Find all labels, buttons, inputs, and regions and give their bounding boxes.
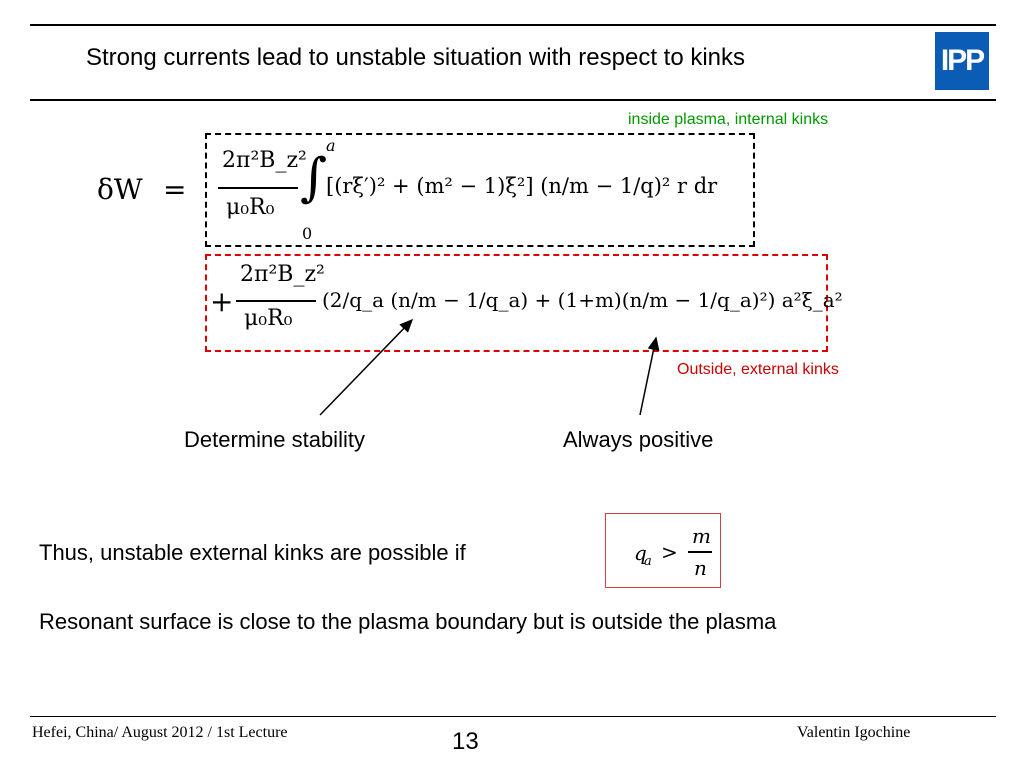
footer-author: Valentin Igochine	[797, 724, 911, 741]
plus-sign: +	[210, 285, 234, 318]
internal-term-box	[205, 133, 755, 247]
title-rule	[30, 99, 996, 101]
resonant-surface-text: Resonant surface is close to the plasma …	[39, 609, 777, 634]
page-number: 13	[452, 728, 479, 755]
line2-coef-numerator: 2π²B_z²	[240, 262, 325, 287]
determine-stability-label: Determine stability	[184, 427, 365, 452]
condition-q-sub: a	[644, 554, 652, 569]
delta-w: δW	[97, 173, 143, 206]
top-rule	[30, 24, 996, 26]
condition-q: q	[634, 541, 647, 565]
always-positive-label: Always positive	[563, 427, 714, 452]
stability-arrow	[319, 318, 414, 416]
line1-coef-numerator: 2π²B_z²	[222, 148, 307, 173]
condition-n: n	[694, 556, 707, 580]
condition-text: Thus, unstable external kinks are possib…	[39, 540, 466, 565]
footer-rule	[30, 716, 996, 717]
integral-sign: ∫	[300, 148, 328, 208]
condition-formula-box: q a > m n	[605, 513, 721, 588]
external-term-box	[205, 254, 828, 352]
equals-sign: =	[163, 173, 187, 206]
line2-body: (2/q_a (n/m − 1/q_a) + (1+m)(n/m − 1/q_a…	[322, 288, 843, 312]
condition-fraction-bar	[688, 551, 712, 553]
ipp-logo: IPP	[935, 32, 989, 90]
line1-body: [(rξ′)² + (m² − 1)ξ²] (n/m − 1/q)² r dr	[326, 174, 718, 198]
footer-location-date: Hefei, China/ August 2012 / 1st Lecture	[32, 724, 288, 741]
positive-arrow	[639, 336, 660, 416]
external-kinks-label: Outside, external kinks	[677, 361, 839, 378]
integral-upper-limit: a	[326, 136, 336, 155]
line1-coef-denominator: μ₀R₀	[226, 195, 275, 220]
condition-gt: >	[661, 540, 678, 564]
line1-fraction-bar	[218, 187, 298, 189]
line2-fraction-bar	[236, 300, 316, 302]
condition-m: m	[692, 524, 711, 548]
internal-kinks-label: inside plasma, internal kinks	[628, 111, 829, 128]
line2-coef-denominator: μ₀R₀	[244, 306, 293, 331]
integral-lower-limit: 0	[302, 224, 313, 243]
slide-title: Strong currents lead to unstable situati…	[86, 44, 746, 71]
